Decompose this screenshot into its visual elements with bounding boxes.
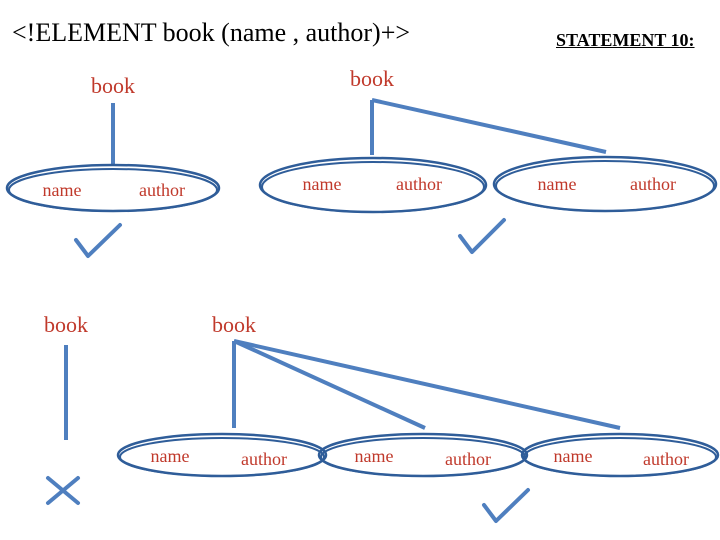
tree-1-group-0-inner	[8, 168, 218, 212]
tree-4-root: book	[212, 312, 256, 337]
tree-4-child-2-author: author	[643, 449, 689, 469]
tree-2-group-0-inner	[261, 161, 485, 213]
tree-1-root: book	[91, 73, 135, 98]
tree-1-child-author: author	[139, 180, 185, 200]
tree-4-child-2-name: name	[554, 446, 593, 466]
tree-4-edge-b	[233, 339, 426, 430]
tree-4-check-icon	[482, 488, 530, 523]
tree-2: book name author name author	[258, 66, 718, 254]
tree-4-child-0-name: name	[151, 446, 190, 466]
tree-4-group-1-inner	[320, 437, 526, 477]
tree-4-group-2-inner	[523, 437, 717, 477]
tree-4-child-1-name: name	[355, 446, 394, 466]
tree-4: book name author name author name author	[116, 312, 720, 523]
tree-1-child-name: name	[43, 180, 82, 200]
tree-3: book	[44, 312, 88, 505]
tree-2-child-0-author: author	[396, 174, 442, 194]
tree-2-group-1-inner	[495, 160, 715, 212]
tree-2-check-icon	[458, 218, 506, 254]
tree-4-child-1-author: author	[445, 449, 491, 469]
tree-2-child-1-name: name	[538, 174, 577, 194]
tree-4-group-0-inner	[119, 437, 325, 477]
tree-2-child-0-name: name	[303, 174, 342, 194]
tree-1-check-icon	[74, 223, 122, 258]
statement-label: STATEMENT 10:	[556, 30, 695, 50]
tree-2-child-1-author: author	[630, 174, 676, 194]
tree-2-edge-b	[371, 98, 607, 154]
tree-4-child-0-author: author	[241, 449, 287, 469]
tree-4-edge-c	[233, 339, 621, 430]
tree-3-root: book	[44, 312, 88, 337]
tree-3-cross-icon	[46, 476, 80, 505]
dtd-declaration-title: <!ELEMENT book (name , author)+>	[12, 18, 411, 47]
tree-2-root: book	[350, 66, 394, 91]
tree-1: book name author	[5, 73, 221, 258]
